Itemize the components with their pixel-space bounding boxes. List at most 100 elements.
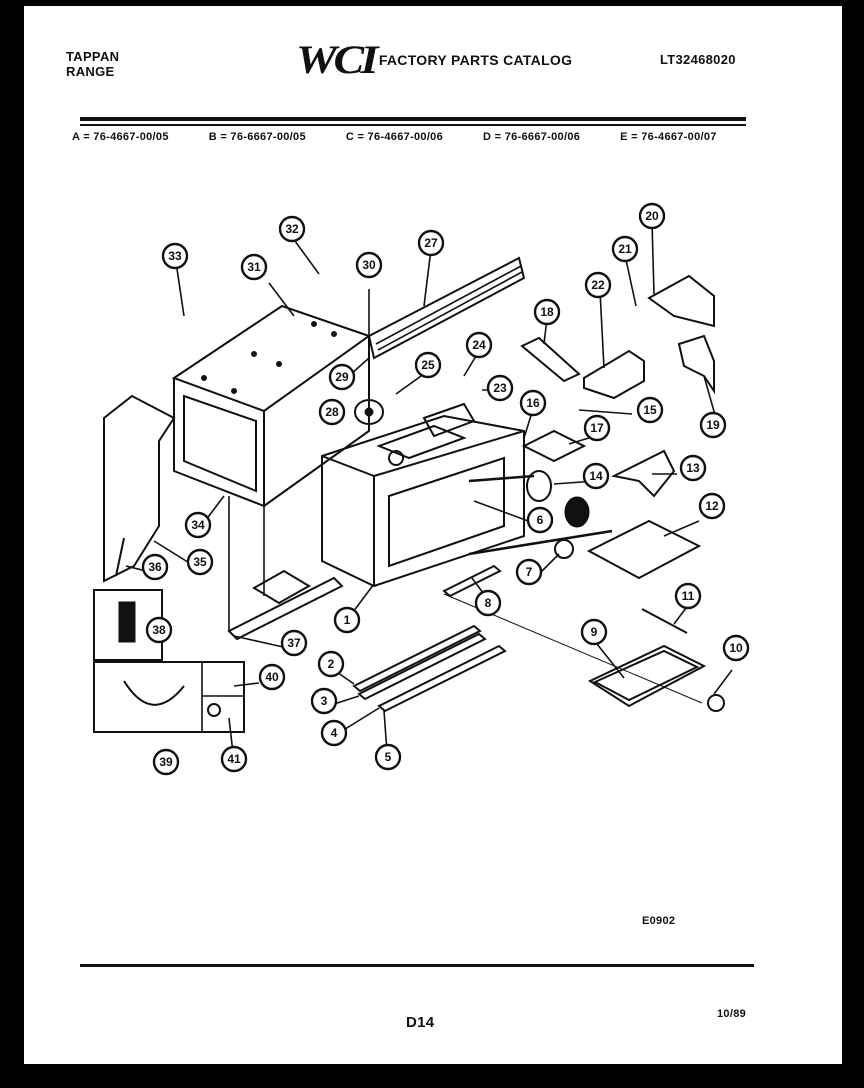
callout-25: 25	[414, 351, 442, 379]
svg-text:12: 12	[705, 499, 719, 513]
callout-34: 34	[184, 511, 212, 539]
brand-name: TAPPAN	[66, 49, 120, 64]
svg-text:31: 31	[247, 260, 261, 274]
svg-text:37: 37	[287, 636, 301, 650]
callout-23: 23	[486, 374, 514, 402]
bracket-20-drawing	[647, 274, 715, 328]
brand-block: TAPPAN RANGE	[66, 49, 119, 79]
svg-text:15: 15	[643, 403, 657, 417]
svg-text:8: 8	[485, 596, 492, 610]
callout-28: 28	[318, 398, 346, 426]
svg-text:6: 6	[537, 513, 544, 527]
cabinet-inner-drawing	[183, 394, 257, 493]
svg-text:4: 4	[331, 726, 338, 740]
callout-41: 41	[220, 745, 248, 773]
svg-text:40: 40	[265, 670, 279, 684]
callout-1: 1	[333, 606, 361, 634]
bracket-13-drawing	[610, 449, 676, 498]
harness-box-drawing	[93, 661, 245, 733]
svg-text:35: 35	[193, 555, 207, 569]
svg-text:2: 2	[328, 657, 335, 671]
svg-text:14: 14	[589, 469, 603, 483]
part-drawings	[93, 256, 725, 733]
model-b: B = 76-6667-00/05	[208, 131, 306, 143]
callout-39: 39	[152, 748, 180, 776]
svg-text:41: 41	[227, 752, 241, 766]
hook-10-drawing	[707, 694, 725, 712]
svg-text:20: 20	[645, 209, 659, 223]
burner-plate-drawing	[376, 424, 467, 460]
svg-text:17: 17	[590, 421, 604, 435]
catalog-number: LT32468020	[660, 52, 736, 67]
callout-35: 35	[186, 548, 214, 576]
rail-2-drawing	[352, 624, 482, 693]
model-a: A = 76-4667-00/05	[72, 131, 169, 143]
model-e: E = 76-4667-00/07	[620, 131, 717, 143]
cable-36-drawing	[115, 537, 125, 577]
oven-top-edge	[373, 430, 525, 477]
bar-18-drawing	[520, 336, 581, 383]
callout-40: 40	[258, 663, 286, 691]
bracket-19-drawing	[677, 334, 715, 395]
callout-24: 24	[465, 331, 493, 359]
svg-text:29: 29	[335, 370, 349, 384]
callout-7: 7	[515, 558, 543, 586]
callout-36: 36	[141, 553, 169, 581]
callout-3: 3	[310, 687, 338, 715]
rack-inner-drawing	[592, 649, 700, 702]
model-d: D = 76-6667-00/06	[483, 131, 581, 143]
callout-37: 37	[280, 629, 308, 657]
figure-code: E0902	[642, 915, 676, 927]
grommet-41-drawing	[207, 703, 221, 717]
svg-text:36: 36	[148, 560, 162, 574]
callout-20: 20	[638, 202, 666, 230]
callout-bubbles: 1 2 3 4 5 6 7 8 9 10 11 12 13 14 15 16 1…	[141, 202, 750, 776]
callout-6: 6	[526, 506, 554, 534]
top-panel-drawing	[171, 304, 372, 413]
svg-text:34: 34	[191, 518, 205, 532]
svg-text:1: 1	[344, 613, 351, 627]
svg-text:24: 24	[472, 338, 486, 352]
wci-logo: WCI	[296, 37, 379, 82]
callout-11: 11	[674, 582, 702, 610]
oven-cavity-drawing	[321, 414, 525, 588]
svg-text:32: 32	[285, 222, 299, 236]
plate-22-drawing	[583, 349, 645, 400]
model-c: C = 76-4667-00/06	[345, 131, 444, 143]
svg-text:11: 11	[682, 589, 695, 603]
catalog-title: FACTORY PARTS CATALOG	[378, 52, 573, 68]
callout-38: 38	[145, 616, 173, 644]
svg-text:33: 33	[168, 249, 182, 263]
svg-text:28: 28	[325, 405, 339, 419]
cabinet-front-drawing	[173, 378, 265, 508]
callout-14: 14	[582, 462, 610, 490]
svg-text:21: 21	[618, 242, 632, 256]
footer-rule	[80, 964, 754, 967]
knob-14-drawing	[526, 470, 552, 502]
callout-32: 32	[278, 215, 306, 243]
callout-2: 2	[317, 650, 345, 678]
shelf-drawing	[586, 519, 702, 580]
callout-30: 30	[355, 251, 383, 279]
callout-29: 29	[328, 363, 356, 391]
svg-text:39: 39	[159, 755, 173, 769]
svg-text:22: 22	[591, 278, 605, 292]
callout-12: 12	[698, 492, 726, 520]
catalog-header: WCI FACTORY PARTS CATALOG	[296, 40, 572, 80]
callout-31: 31	[240, 253, 268, 281]
svg-text:38: 38	[152, 623, 166, 637]
callout-15: 15	[636, 396, 664, 424]
callout-9: 9	[580, 618, 608, 646]
frame-37-drawing	[227, 576, 344, 641]
svg-text:25: 25	[421, 358, 435, 372]
rail-8-drawing	[442, 564, 502, 598]
callout-33: 33	[161, 242, 189, 270]
spring-11-drawing	[641, 608, 688, 634]
callout-17: 17	[583, 414, 611, 442]
gasket-28-drawing	[354, 399, 384, 425]
frame-slide-drawing	[252, 569, 311, 605]
svg-text:23: 23	[493, 381, 507, 395]
motor-mount-drawing	[422, 402, 476, 438]
oven-opening-drawing	[388, 456, 505, 568]
svg-text:13: 13	[686, 461, 700, 475]
